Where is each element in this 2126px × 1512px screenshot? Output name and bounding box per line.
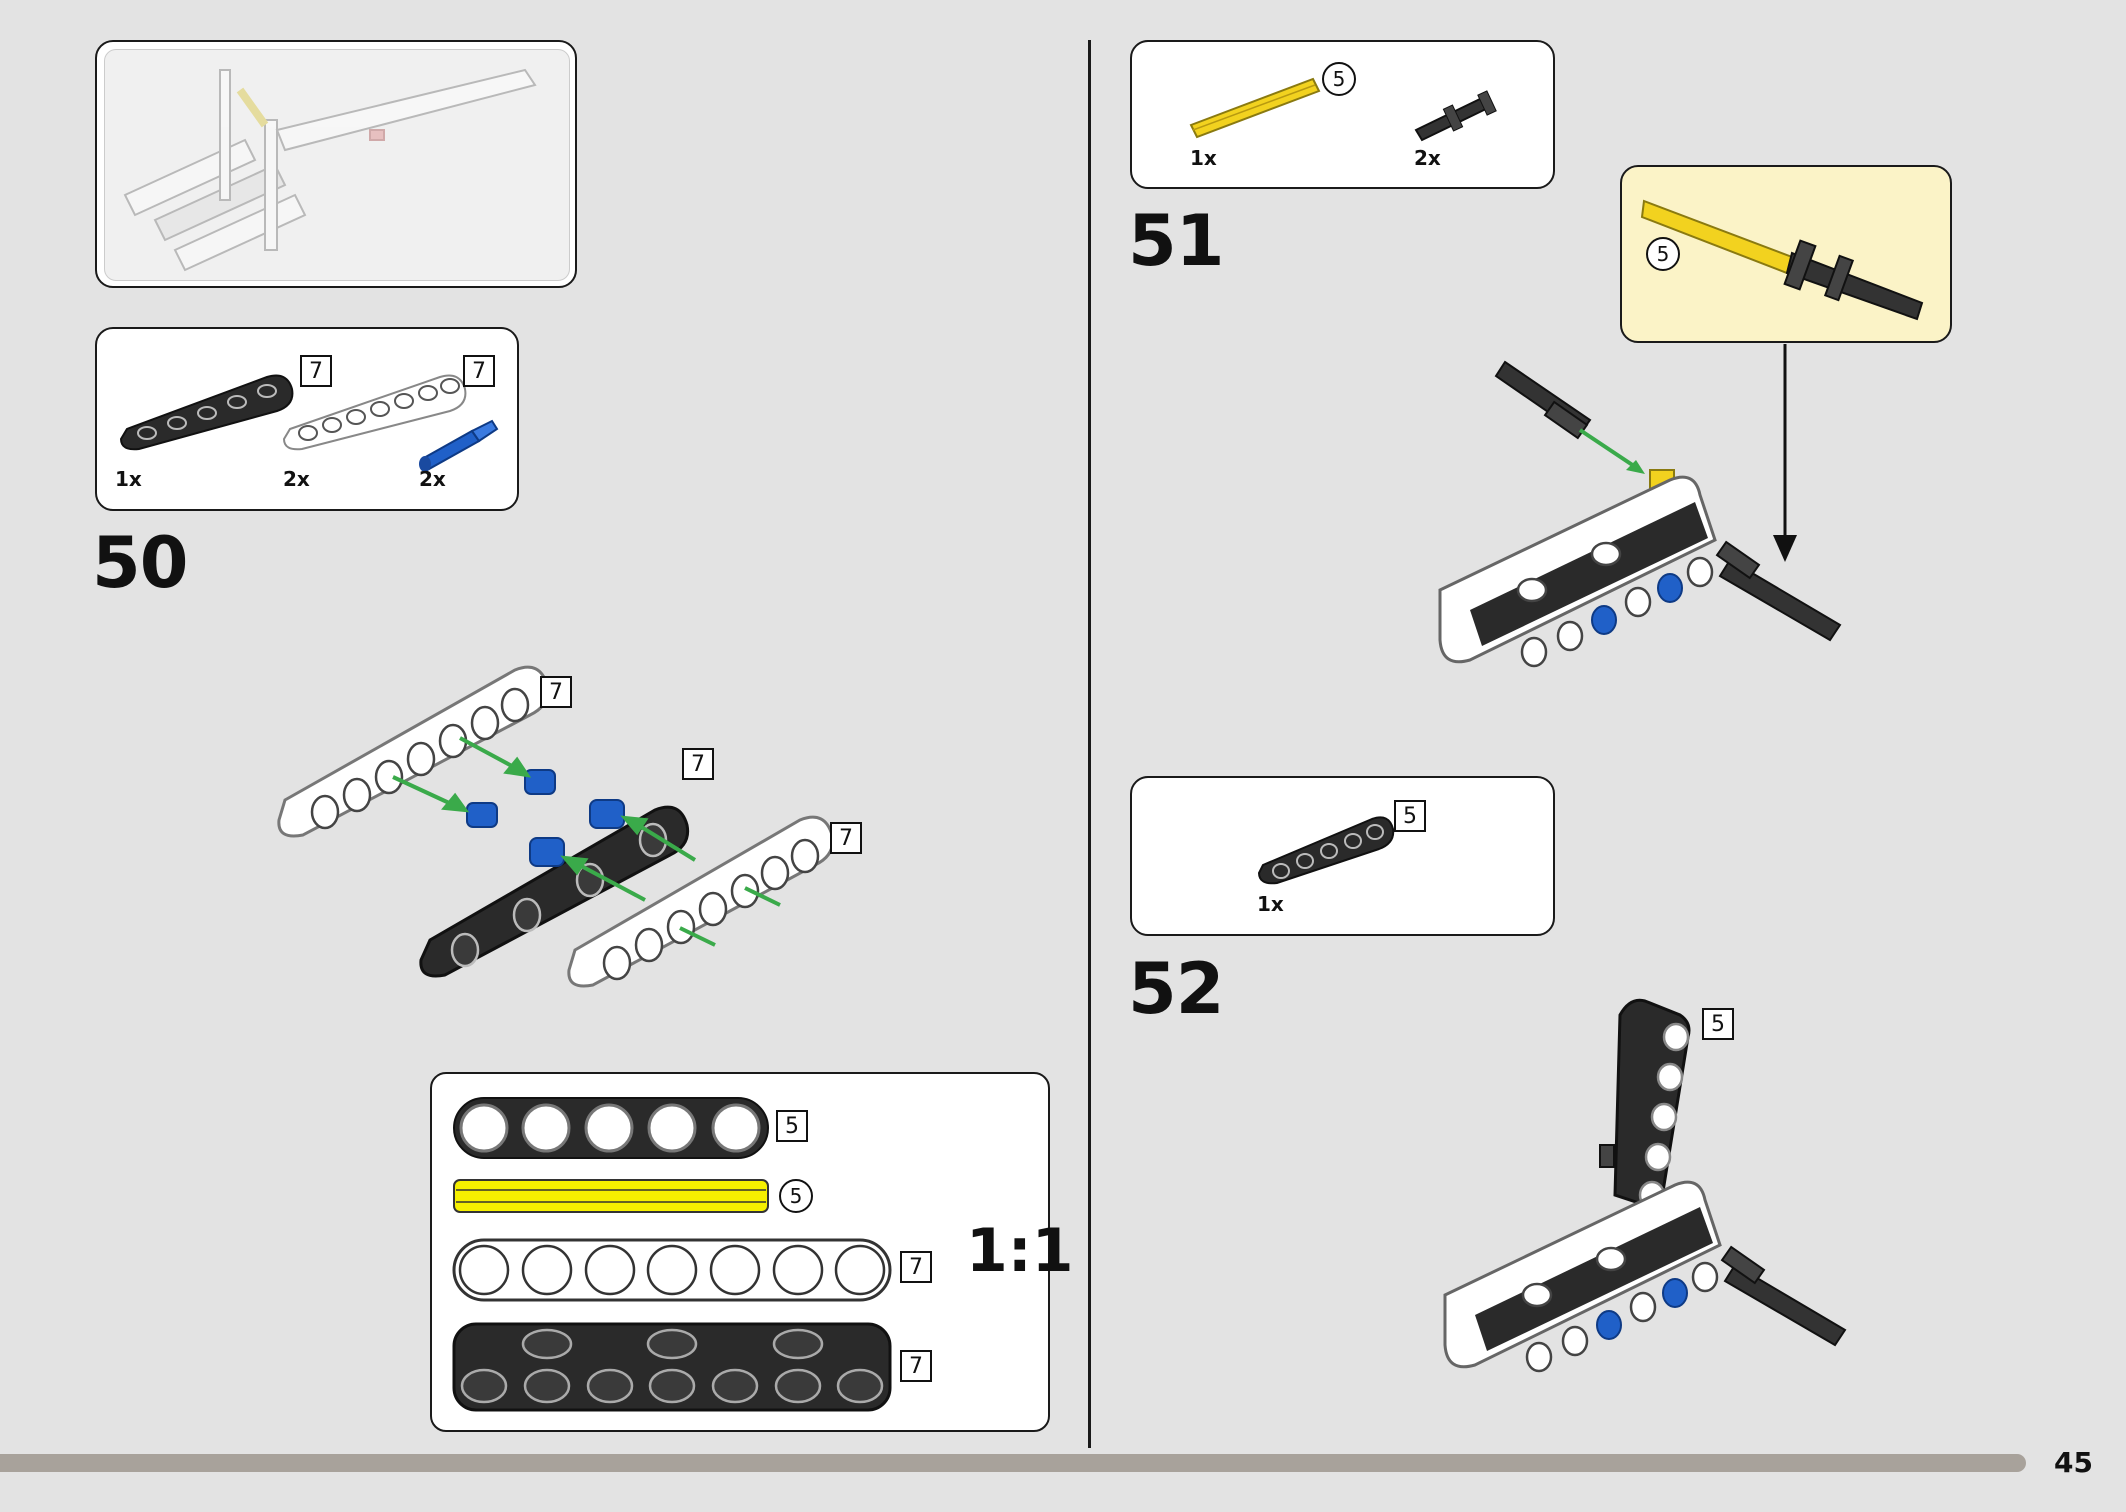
page-number: 45: [2054, 1446, 2093, 1479]
subassembly-size-label: 5: [1646, 237, 1680, 271]
scale-size-label: 5: [776, 1110, 808, 1142]
step-50-assembly-image: [277, 665, 835, 988]
part-quantity: 1x: [1257, 892, 1284, 916]
yellow-axle-5-icon: [1189, 77, 1321, 139]
part-quantity: 2x: [1414, 146, 1441, 170]
part-quantity: 1x: [1190, 146, 1217, 170]
step-50-parts-list: 7 1x 7 2x 2x: [95, 327, 519, 511]
beam-size-callout: 7: [682, 748, 714, 780]
part-size-label: 5: [1394, 800, 1426, 832]
black-axle-pin-icon: [1414, 90, 1497, 142]
part-quantity: 2x: [283, 467, 310, 491]
step-52-parts-list: 5 1x: [1130, 776, 1555, 936]
scale-ratio: 1:1: [966, 1216, 1074, 1286]
beam-7-scale-drawing: [452, 1238, 892, 1302]
scale-size-label: 7: [900, 1251, 932, 1283]
blue-pin-icon: [419, 419, 499, 472]
beam-5-scale-drawing: [453, 1097, 769, 1159]
white-beam-7-icon: [282, 374, 467, 451]
progress-bar: [0, 1454, 2026, 1472]
subassembly-callout: 5: [1620, 165, 1952, 343]
beam-size-callout: 5: [1702, 1008, 1734, 1040]
step-number-51: 51: [1128, 200, 1224, 282]
black-beam-5-icon: [1257, 816, 1395, 885]
beam-size-callout: 7: [540, 676, 572, 708]
part-quantity: 2x: [419, 467, 446, 491]
thick-beam-7-scale-drawing: [452, 1322, 892, 1412]
part-quantity: 1x: [115, 467, 142, 491]
beam-size-callout: 7: [830, 822, 862, 854]
step-number-52: 52: [1128, 948, 1224, 1030]
axle-5-scale-drawing: [453, 1179, 769, 1213]
step-51-assembly-image: [1438, 344, 1842, 668]
scale-size-label: 5: [779, 1179, 813, 1213]
scale-size-label: 7: [900, 1350, 932, 1382]
part-size-label: 7: [300, 355, 332, 387]
scale-reference-box: 5 5 7 7 1:1: [430, 1072, 1074, 1432]
step-52-assembly-image: [1443, 998, 1847, 1373]
previous-step-preview: [95, 40, 577, 288]
step-number-50: 50: [92, 522, 188, 604]
axle-with-pins-image: [1640, 199, 1924, 321]
step-51-parts-list: 5 1x 2x: [1130, 40, 1555, 189]
preview-model-image: [123, 68, 537, 272]
page-divider: [1088, 40, 1091, 1448]
black-beam-7-icon: [119, 374, 294, 451]
part-size-label: 7: [463, 355, 495, 387]
part-size-label: 5: [1322, 62, 1356, 96]
